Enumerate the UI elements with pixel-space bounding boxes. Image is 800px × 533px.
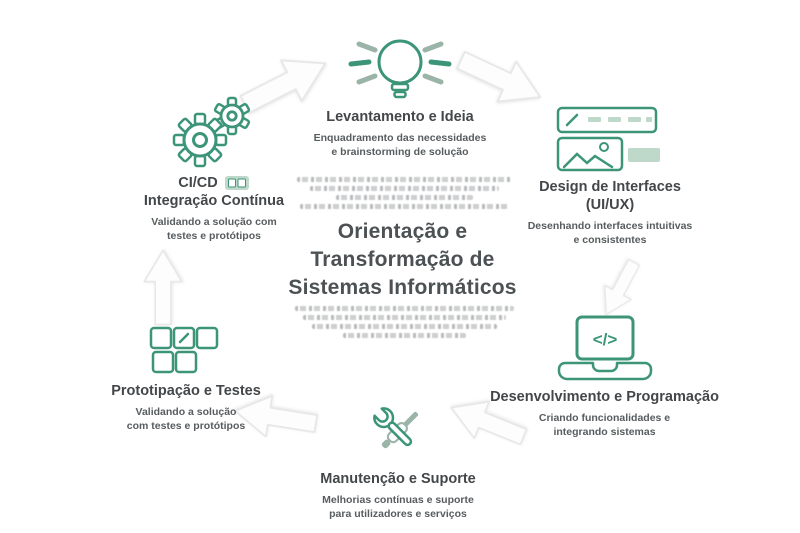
arrow-prototipacao-to-cicd xyxy=(143,249,183,326)
stage-title-line2: Integração Contínua xyxy=(143,193,285,210)
stage-levantamento: Levantamento e Ideia Enquadramento das n… xyxy=(290,28,510,160)
blocks-icon xyxy=(149,326,219,374)
stage-desenvolvimento: </> Desenvolvimento e Programação Criand… xyxy=(462,314,747,440)
stage-subtitle: Criando funcionalidades e integrando sis… xyxy=(538,412,671,438)
arrow-cicd-to-levantamento xyxy=(239,59,327,114)
pipeline-board-icon xyxy=(224,176,249,191)
stage-title: Manutenção e Suporte xyxy=(320,471,476,487)
stage-cicd: CI/CD Integração Contínua Validando a so… xyxy=(108,96,320,244)
interface-wireframe-icon xyxy=(556,106,660,172)
stage-title: Prototipação e Testes xyxy=(111,383,261,399)
stage-subtitle: Validando a solução com testes e protóti… xyxy=(151,216,277,243)
stage-manutencao: Manutenção e Suporte Melhorias contínuas… xyxy=(283,400,513,522)
laptop-code-icon: </> xyxy=(557,315,652,381)
lightbulb-icon xyxy=(348,39,452,99)
wrench-screwdriver-icon xyxy=(373,407,419,449)
stage-design: Design de Interfaces (UI/UX) Desenhando … xyxy=(515,106,705,248)
stage-title: CI/CD xyxy=(178,174,249,192)
stage-subtitle: Desenhando interfaces intuitivas e consi… xyxy=(527,220,693,247)
illegible-ghost-text-top xyxy=(297,177,512,213)
arrow-levantamento-to-design xyxy=(456,50,542,103)
cicd-label: CI/CD xyxy=(178,175,218,191)
arrow-design-to-desenvolvimento xyxy=(604,258,641,316)
stage-title: Desenvolvimento e Programação xyxy=(490,389,719,405)
arrow-manutencao-to-prototipacao xyxy=(234,395,318,438)
arrow-desenvolvimento-to-manutencao xyxy=(450,400,528,446)
svg-text:</>: </> xyxy=(592,330,617,349)
illegible-ghost-text-bottom xyxy=(292,306,517,342)
stage-subtitle: Enquadramento das necessidades e brainst… xyxy=(313,132,487,158)
stage-title: Levantamento e Ideia xyxy=(326,109,474,125)
stage-subtitle: Melhorias contínuas e suporte para utili… xyxy=(322,494,474,520)
diagram-title: Orientação e Transformação de Sistemas I… xyxy=(288,220,517,300)
stage-prototipacao: Prototipação e Testes Validando a soluçã… xyxy=(76,326,296,434)
gears-icon xyxy=(172,96,251,168)
stage-subtitle: Validando a solução com testes e protóti… xyxy=(126,406,246,432)
stage-title: Design de Interfaces (UI/UX) xyxy=(539,179,681,214)
